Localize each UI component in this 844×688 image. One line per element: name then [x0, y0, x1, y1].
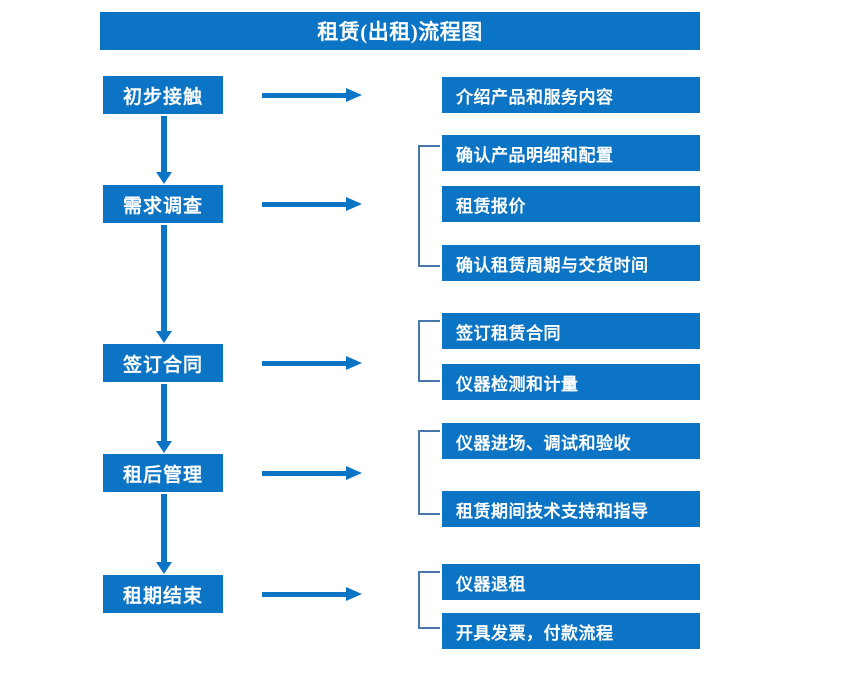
- stage-box-1[interactable]: 初步接触: [103, 76, 223, 114]
- detail-box-7[interactable]: 仪器进场、调试和验收: [442, 423, 700, 459]
- stage-box-2[interactable]: 需求调查: [103, 185, 223, 223]
- stage-box-5[interactable]: 租期结束: [103, 575, 223, 613]
- right-arrow-icon-2: [262, 196, 362, 212]
- detail-box-9[interactable]: 仪器退租: [442, 564, 700, 600]
- detail-box-6[interactable]: 仪器检测和计量: [442, 364, 700, 400]
- stage-box-4[interactable]: 租后管理: [103, 454, 223, 492]
- detail-box-4[interactable]: 确认租赁周期与交货时间: [442, 245, 700, 281]
- right-arrow-icon-4: [262, 465, 362, 481]
- down-arrow-icon-2: [156, 225, 172, 343]
- detail-box-8[interactable]: 租赁期间技术支持和指导: [442, 491, 700, 527]
- bracket-connector-icon-5: [418, 571, 440, 629]
- down-arrow-icon-3: [156, 384, 172, 453]
- detail-box-3[interactable]: 租赁报价: [442, 186, 700, 222]
- bracket-connector-icon-2: [418, 145, 440, 267]
- right-arrow-icon-1: [262, 87, 362, 103]
- detail-box-5[interactable]: 签订租赁合同: [442, 313, 700, 349]
- right-arrow-icon-3: [262, 355, 362, 371]
- detail-box-1[interactable]: 介绍产品和服务内容: [442, 77, 700, 113]
- detail-box-10[interactable]: 开具发票，付款流程: [442, 613, 700, 649]
- right-arrow-icon-5: [262, 586, 362, 602]
- bracket-connector-icon-4: [418, 430, 440, 515]
- page-title: 租赁(出租)流程图: [100, 12, 700, 50]
- stage-box-3[interactable]: 签订合同: [103, 344, 223, 382]
- detail-box-2[interactable]: 确认产品明细和配置: [442, 135, 700, 171]
- down-arrow-icon-1: [156, 116, 172, 184]
- down-arrow-icon-4: [156, 494, 172, 574]
- bracket-connector-icon-3: [418, 320, 440, 382]
